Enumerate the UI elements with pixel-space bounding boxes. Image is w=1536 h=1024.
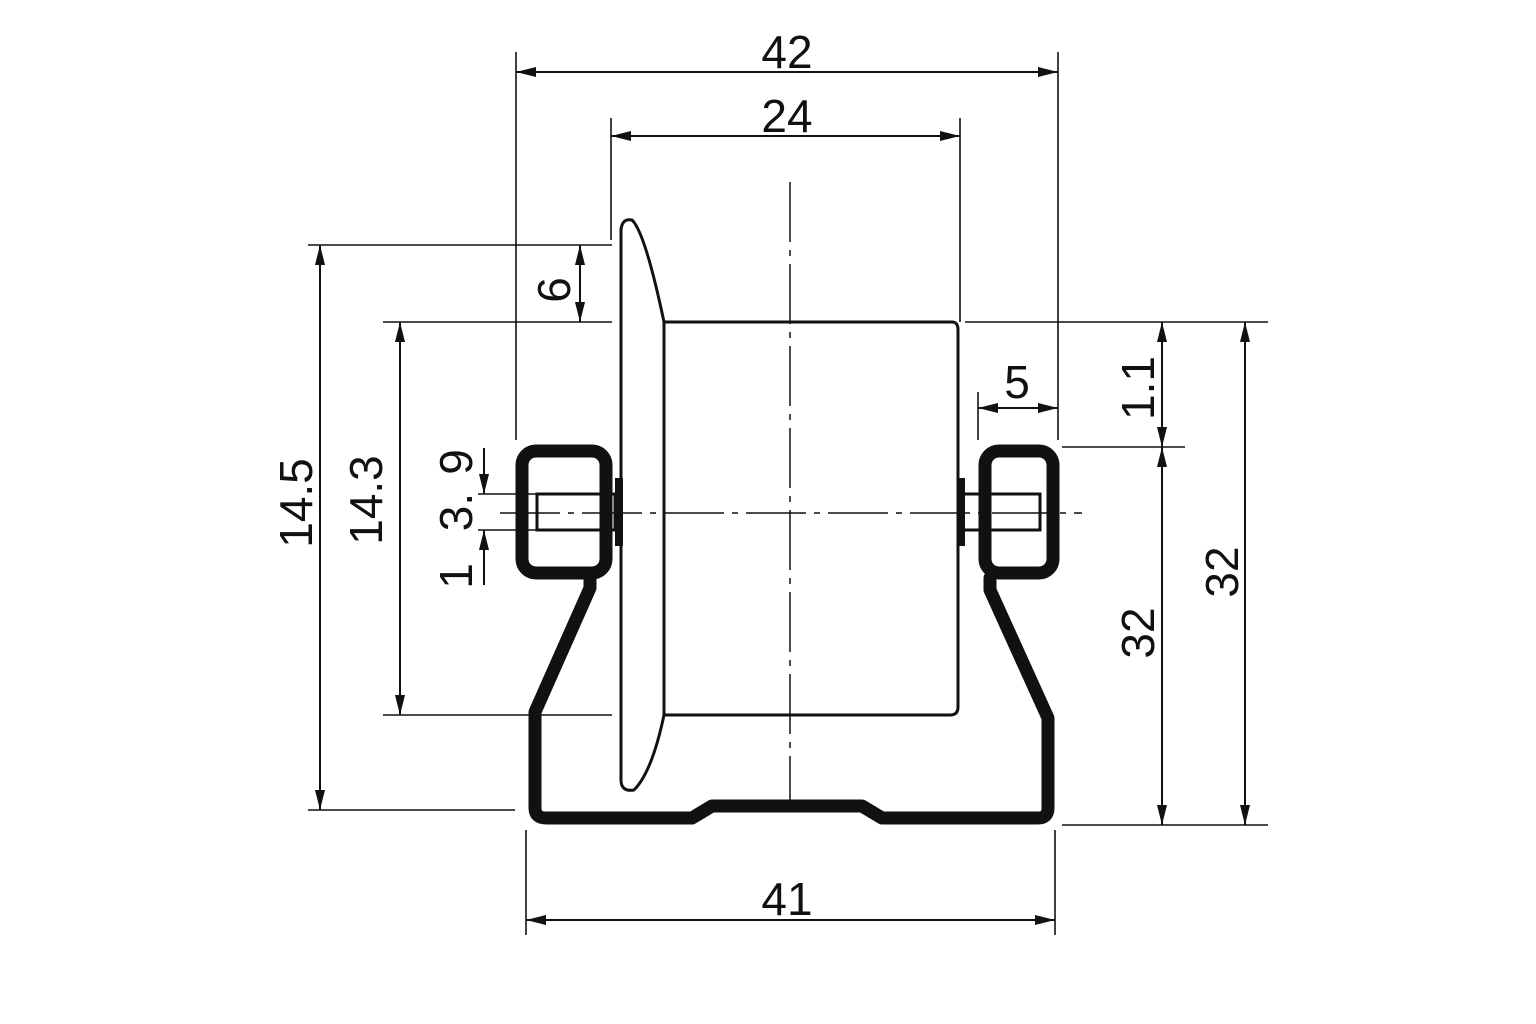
dim-axle-1: 1 bbox=[430, 563, 482, 589]
dimension-labels: 42 24 6 14.5 14.3 9 3. 1 5 1.1 32 32 41 bbox=[270, 26, 1248, 925]
dim-5: 5 bbox=[1004, 356, 1030, 408]
dim-32-inner: 32 bbox=[1112, 607, 1164, 658]
dim-41: 41 bbox=[761, 873, 812, 925]
dim-32-outer: 32 bbox=[1196, 546, 1248, 597]
right-axle bbox=[958, 492, 1042, 532]
right-profile-box bbox=[978, 444, 1060, 580]
dim-6: 6 bbox=[528, 277, 580, 303]
roller bbox=[535, 218, 1042, 792]
dim-14-5: 14.5 bbox=[270, 458, 322, 548]
dim-24: 24 bbox=[761, 90, 812, 142]
dimension-lines bbox=[315, 67, 1250, 925]
dim-axle-9: 9 bbox=[430, 449, 482, 475]
dim-42: 42 bbox=[761, 26, 812, 78]
left-profile-box bbox=[515, 444, 613, 580]
channel-profile bbox=[515, 444, 1060, 825]
dim-axle-3: 3. bbox=[430, 493, 482, 531]
dim-1-1: 1.1 bbox=[1112, 356, 1164, 420]
roller-flange bbox=[619, 218, 666, 792]
extension-lines bbox=[308, 52, 1268, 935]
dim-14-3: 14.3 bbox=[340, 455, 392, 545]
